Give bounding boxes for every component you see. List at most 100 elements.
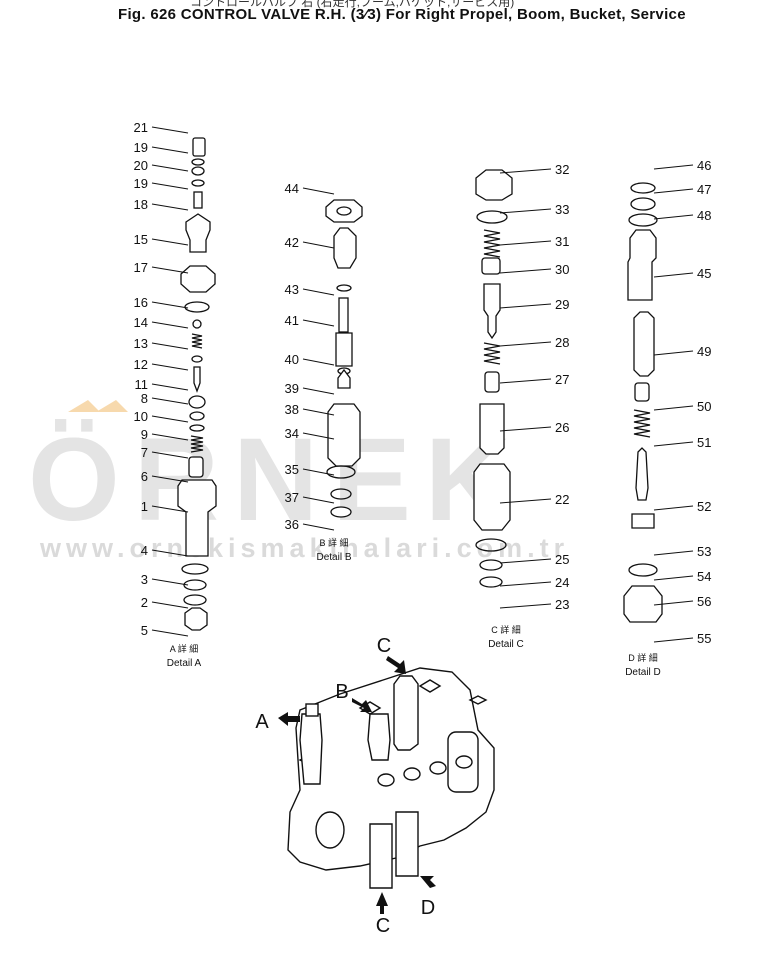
leader-line [151, 549, 189, 557]
leader-line [653, 214, 694, 220]
callout-11: 11 [135, 377, 149, 392]
leader-line [653, 600, 694, 606]
pointer-label-d: D [421, 897, 435, 919]
part-22 [473, 463, 511, 531]
part-14 [192, 319, 202, 329]
part-40 [335, 332, 353, 367]
leader-line [151, 415, 189, 423]
part-4 [181, 563, 209, 575]
leader-line [151, 266, 189, 274]
part-9 [189, 424, 205, 432]
leader-line [499, 498, 552, 504]
callout-21: 21 [134, 120, 148, 135]
pointer-label-c: C [376, 915, 390, 937]
leader-line [151, 238, 189, 246]
callout-27: 27 [555, 372, 569, 387]
callout-34: 34 [285, 426, 299, 441]
leader-line [151, 301, 189, 309]
arrow-b-icon [352, 698, 372, 712]
leader-line [653, 575, 694, 581]
part-29 [483, 283, 501, 340]
part-45 [627, 229, 657, 301]
callout-50: 50 [697, 399, 711, 414]
callout-24: 24 [555, 575, 569, 590]
part-47 [630, 197, 656, 211]
callout-48: 48 [697, 208, 711, 223]
leader-line [151, 578, 189, 586]
leader-line [151, 146, 189, 154]
part-10 [189, 411, 205, 421]
leader-line [302, 432, 335, 440]
part-41 [338, 297, 349, 333]
callout-20: 20 [134, 158, 148, 173]
part-38 [337, 368, 351, 389]
part-2 [183, 594, 207, 606]
arrow-d-icon [376, 892, 388, 914]
part-52 [635, 447, 649, 501]
part-46 [630, 182, 656, 194]
part-19b [191, 179, 205, 187]
pointer-label-c: C [377, 635, 391, 657]
part-26 [479, 403, 505, 455]
leader-line [302, 468, 335, 476]
callout-33: 33 [555, 202, 569, 217]
arrow-c-bottom-icon [420, 876, 436, 888]
part-34 [327, 403, 361, 467]
part-7 [190, 435, 204, 453]
callout-16: 16 [134, 295, 148, 310]
valve-body [287, 667, 495, 871]
detail-caption-jp: B 詳 細 [319, 537, 348, 548]
leader-line [151, 321, 189, 329]
assembly-part-c-top [393, 675, 419, 751]
callout-4: 4 [141, 543, 148, 558]
callout-45: 45 [697, 266, 711, 281]
leader-line [653, 272, 694, 278]
part-30 [481, 257, 501, 275]
callout-22: 22 [555, 492, 569, 507]
callout-41: 41 [285, 313, 299, 328]
leader-line [653, 164, 694, 170]
callout-6: 6 [141, 469, 148, 484]
leader-line [302, 288, 335, 296]
leader-line [499, 240, 552, 246]
leader-line [499, 341, 552, 347]
leader-line [151, 182, 189, 190]
leader-line [151, 203, 189, 211]
part-24 [479, 559, 503, 571]
callout-14: 14 [134, 315, 148, 330]
callout-39: 39 [285, 381, 299, 396]
leader-line [302, 241, 335, 249]
callout-42: 42 [285, 235, 299, 250]
part-54 [628, 563, 658, 577]
callout-30: 30 [555, 262, 569, 277]
callout-32: 32 [555, 162, 569, 177]
callout-26: 26 [555, 420, 569, 435]
part-27 [484, 371, 500, 393]
part-25 [475, 538, 507, 552]
part-16 [184, 301, 210, 313]
leader-line [653, 188, 694, 194]
leader-line [302, 408, 335, 416]
assembly-part-a-cap [305, 703, 319, 717]
callout-19: 19 [134, 176, 148, 191]
callout-23: 23 [555, 597, 569, 612]
leader-line [653, 350, 694, 356]
leader-line [499, 168, 552, 174]
assembly-part-d [369, 823, 393, 889]
assembly-part-b [367, 713, 391, 761]
assembly-part-a [299, 713, 323, 785]
detail-caption: Detail B [316, 552, 351, 563]
callout-5: 5 [141, 623, 148, 638]
callout-51: 51 [697, 435, 711, 450]
leader-line [151, 342, 189, 350]
part-13 [191, 333, 203, 349]
callout-28: 28 [555, 335, 569, 350]
leader-line [151, 475, 189, 483]
callout-52: 52 [697, 499, 711, 514]
callout-3: 3 [141, 572, 148, 587]
part-31 [483, 229, 501, 258]
callout-44: 44 [285, 181, 299, 196]
callout-49: 49 [697, 344, 711, 359]
part-32 [475, 169, 513, 201]
